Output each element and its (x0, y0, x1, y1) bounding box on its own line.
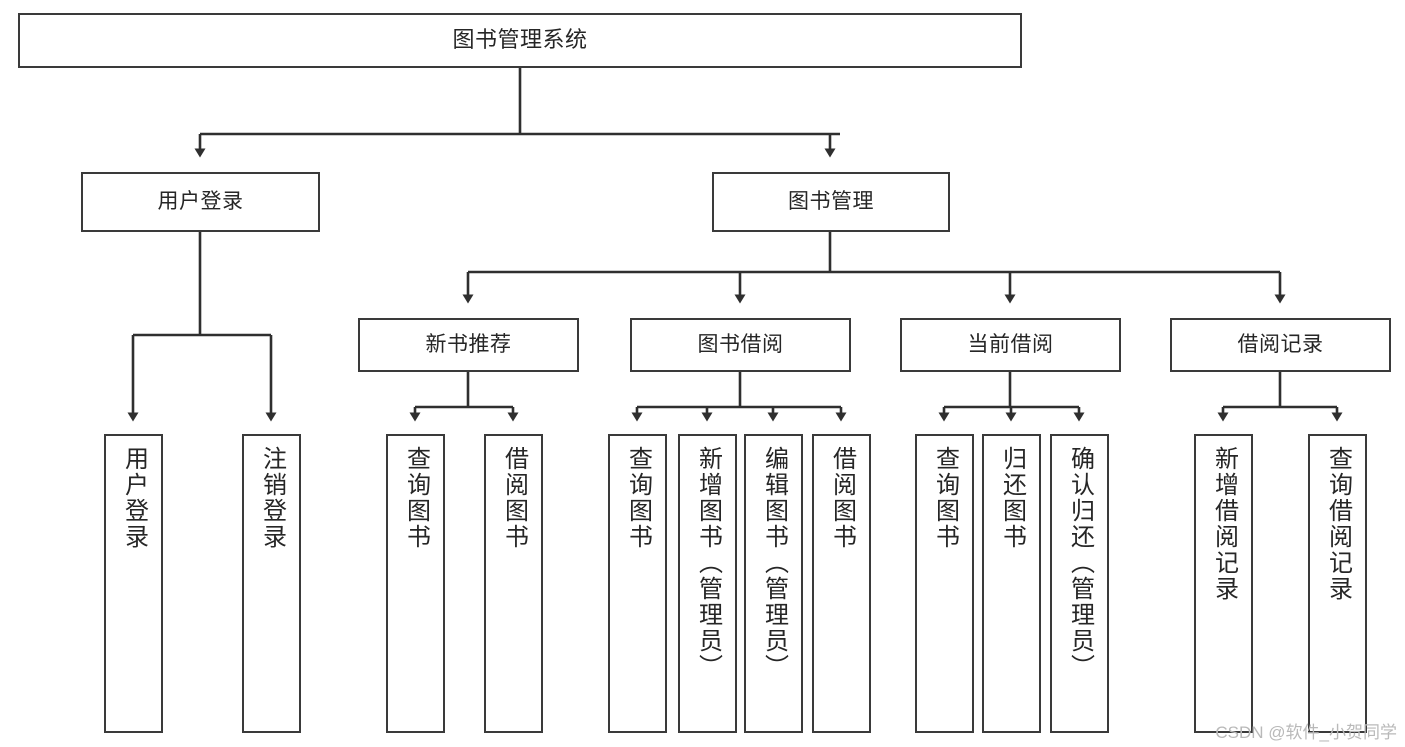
node-leaf-user-login[interactable]: 用户登录 (104, 434, 163, 733)
node-label: 借阅图书 (500, 446, 528, 550)
node-current-borrow[interactable]: 当前借阅 (900, 318, 1121, 372)
node-label: 用户登录 (120, 446, 148, 550)
node-book-borrow[interactable]: 图书借阅 (630, 318, 851, 372)
node-label: 确认归还（管理员） (1066, 446, 1094, 680)
node-leaf-edit-book[interactable]: 编辑图书（管理员） (744, 434, 803, 733)
node-label: 新书推荐 (425, 333, 512, 357)
node-leaf-query-book-2[interactable]: 查询图书 (608, 434, 667, 733)
node-leaf-query-book-3[interactable]: 查询图书 (915, 434, 974, 733)
node-label: 图书管理系统 (452, 27, 588, 53)
node-user-login[interactable]: 用户登录 (81, 172, 320, 232)
watermark-text: CSDN @软件_小贺同学 (1215, 723, 1397, 742)
node-label: 新增借阅记录 (1210, 446, 1238, 602)
node-borrow-record[interactable]: 借阅记录 (1170, 318, 1391, 372)
node-label: 查询图书 (624, 446, 652, 550)
node-label: 查询图书 (402, 446, 430, 550)
node-leaf-user-logout[interactable]: 注销登录 (242, 434, 301, 733)
node-label: 图书借阅 (697, 333, 784, 357)
node-label: 用户登录 (157, 190, 244, 214)
node-label: 新增图书（管理员） (694, 446, 722, 680)
node-leaf-query-record[interactable]: 查询借阅记录 (1308, 434, 1367, 733)
node-leaf-return-book[interactable]: 归还图书 (982, 434, 1041, 733)
node-label: 注销登录 (258, 446, 286, 550)
node-root-system[interactable]: 图书管理系统 (18, 13, 1022, 68)
node-leaf-add-record[interactable]: 新增借阅记录 (1194, 434, 1253, 733)
node-label: 借阅记录 (1237, 333, 1324, 357)
node-label: 归还图书 (998, 446, 1026, 550)
node-label: 编辑图书（管理员） (760, 446, 788, 680)
node-new-book-recommend[interactable]: 新书推荐 (358, 318, 579, 372)
node-label: 查询图书 (931, 446, 959, 550)
node-leaf-query-book-1[interactable]: 查询图书 (386, 434, 445, 733)
node-leaf-borrow-book-1[interactable]: 借阅图书 (484, 434, 543, 733)
node-book-management[interactable]: 图书管理 (712, 172, 950, 232)
node-label: 借阅图书 (828, 446, 856, 550)
node-label: 图书管理 (788, 190, 874, 214)
node-label: 当前借阅 (967, 333, 1054, 357)
node-leaf-confirm-return[interactable]: 确认归还（管理员） (1050, 434, 1109, 733)
node-leaf-borrow-book-2[interactable]: 借阅图书 (812, 434, 871, 733)
node-label: 查询借阅记录 (1324, 446, 1352, 602)
node-leaf-add-book[interactable]: 新增图书（管理员） (678, 434, 737, 733)
